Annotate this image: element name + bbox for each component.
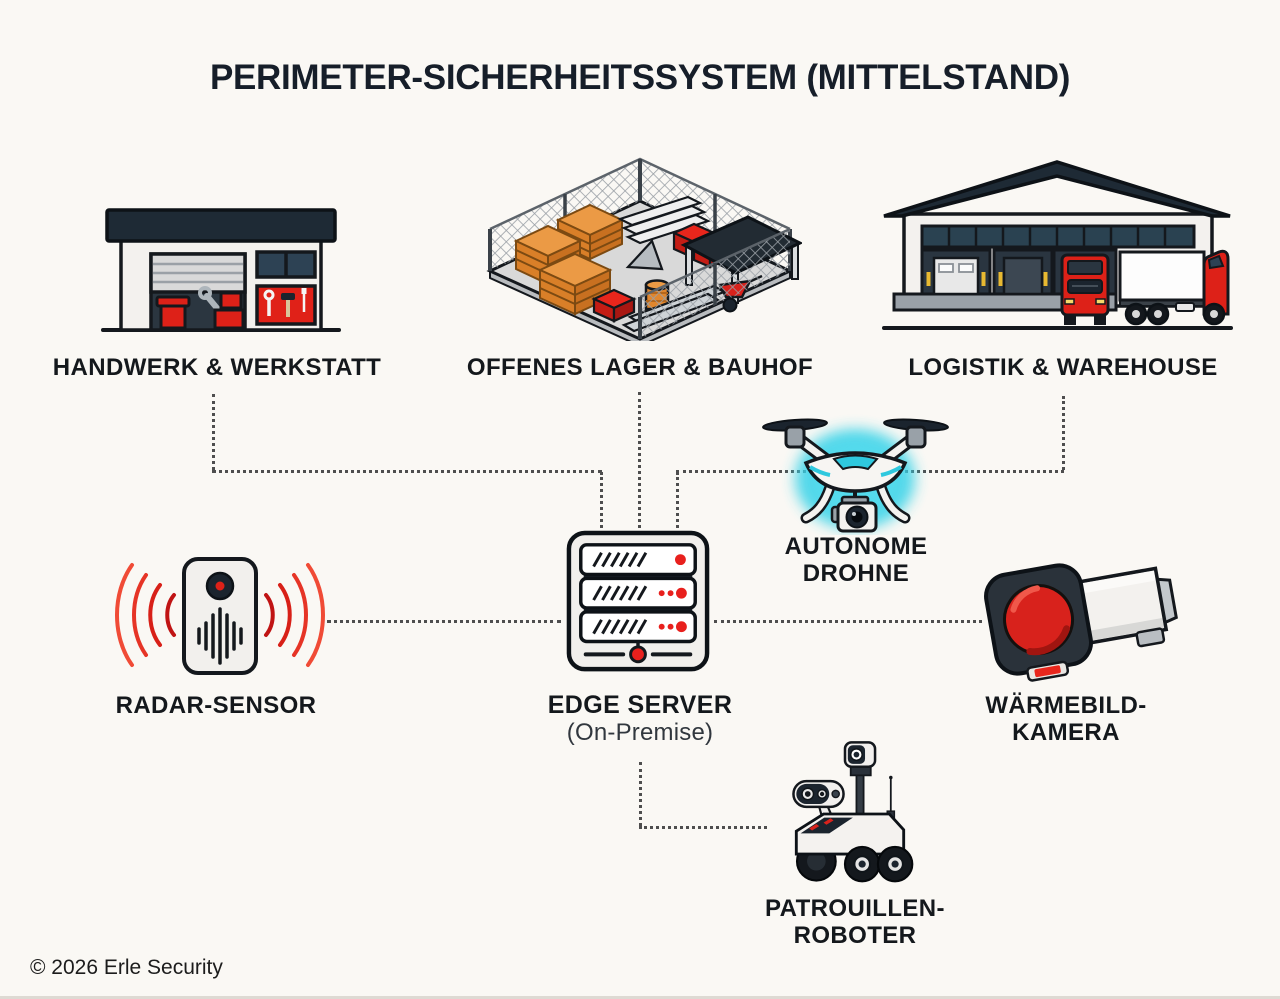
- connector-workshop-across: [212, 470, 602, 473]
- workshop-roof: [105, 208, 337, 243]
- vent-slashes: [592, 551, 648, 635]
- steel-beams: [617, 195, 711, 245]
- radar-waves: [115, 563, 325, 667]
- connector-yard-to-server: [638, 392, 641, 528]
- edge-server-illustration: [566, 530, 710, 672]
- thermal-camera-label: WÄRMEBILD- KAMERA: [985, 692, 1147, 746]
- page-title: PERIMETER-SICHERHEITSSYSTEM (MITTELSTAND…: [209, 58, 1071, 97]
- connector-workshop-down: [212, 394, 215, 470]
- connector-warehouse-down: [1062, 396, 1065, 470]
- connector-server-down: [639, 762, 642, 826]
- workshop-label: HANDWERK & WERKSTATT: [52, 354, 382, 381]
- patrol-robot-label: PATROUILLEN- ROBOTER: [765, 895, 945, 949]
- connector-server-to-robot: [639, 826, 767, 829]
- radar-sensor-illustration: [115, 557, 325, 675]
- drone-body: [803, 451, 908, 493]
- network-node: [629, 645, 647, 664]
- radar-label: RADAR-SENSOR: [115, 692, 317, 719]
- copyright-text: © 2026 Erle Security: [30, 956, 223, 979]
- drone-label: AUTONOME DROHNE: [784, 533, 928, 587]
- edge-server-sublabel: (On-Premise): [566, 719, 714, 746]
- warehouse-illustration: [882, 160, 1233, 330]
- connector-warehouse-to-server: [676, 472, 679, 528]
- truck-side: [1118, 249, 1230, 326]
- open-yard-label: OFFENES LAGER & BAUHOF: [466, 354, 814, 381]
- connector-radar-to-server: [327, 620, 561, 623]
- workshop-illustration: [101, 208, 341, 332]
- thermal-camera-illustration: [984, 563, 1178, 682]
- connector-workshop-to-server: [600, 472, 603, 528]
- drone-illustration: [762, 418, 949, 533]
- camera-mast: [855, 773, 865, 817]
- warehouse-roof: [883, 160, 1231, 218]
- edge-server-label: EDGE SERVER (On-Premise): [490, 692, 790, 747]
- radar-grille: [197, 607, 243, 665]
- patrol-robot-illustration: [792, 741, 914, 883]
- connector-server-to-camera: [714, 620, 982, 623]
- status-leds: [658, 554, 687, 633]
- open-yard-illustration: [486, 157, 802, 341]
- warehouse-label: LOGISTIK & WAREHOUSE: [908, 354, 1218, 381]
